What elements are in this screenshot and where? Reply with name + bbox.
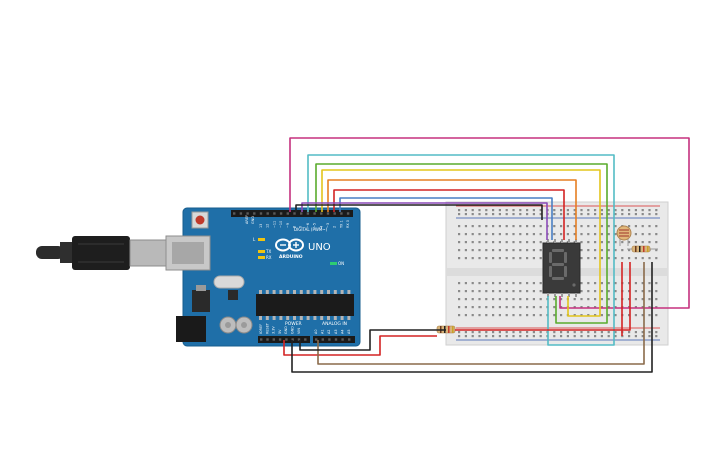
wire-yellow bbox=[321, 169, 601, 317]
digital-pin-label-0: 13 bbox=[259, 224, 263, 228]
analog-pin-label-1: A1 bbox=[321, 330, 325, 334]
led-l bbox=[258, 238, 265, 241]
power-pin-label-1: RESET bbox=[265, 322, 269, 334]
usb-cable bbox=[36, 236, 167, 270]
power-header bbox=[258, 336, 310, 343]
power-pin-label-6: VIN bbox=[297, 328, 301, 334]
digital-pin-label-10: ~3 bbox=[326, 223, 330, 228]
power-pin-label-0: IOREF bbox=[259, 324, 263, 334]
label-l: L bbox=[253, 237, 256, 242]
power-pin-label-5: GND bbox=[291, 326, 295, 334]
analog-pin-label-4: A4 bbox=[340, 330, 344, 334]
power-pin-label-3: 5V bbox=[278, 329, 282, 334]
wire-black-gnd2 bbox=[299, 329, 446, 351]
atmega-pins-top bbox=[259, 290, 351, 294]
digital-pin-label-6: 7 bbox=[299, 226, 303, 228]
wire-cyan bbox=[307, 154, 615, 346]
segment-g bbox=[552, 263, 564, 266]
board-model-label: UNO bbox=[308, 242, 331, 253]
arduino-logo bbox=[275, 238, 304, 252]
digital-header-label: DIGITAL (PWM~) bbox=[294, 227, 328, 232]
label-gnd: GND bbox=[251, 216, 255, 224]
wire-red-digital bbox=[333, 189, 565, 240]
usb-plug-metal bbox=[129, 239, 167, 267]
wire-magenta bbox=[289, 137, 690, 309]
usb-cable-strain-relief bbox=[36, 246, 64, 259]
dc-power-jack bbox=[176, 316, 206, 342]
board-brand-label: ARDUINO bbox=[279, 254, 303, 260]
label-on: ON bbox=[338, 261, 344, 266]
seven-segment-display bbox=[542, 239, 581, 297]
display-pins-bottom bbox=[547, 293, 577, 297]
display-segments bbox=[549, 249, 567, 280]
digital-pin-label-1: 12 bbox=[266, 224, 270, 228]
usb-chip bbox=[228, 290, 238, 300]
wire-green bbox=[315, 163, 608, 324]
wire-purple bbox=[301, 202, 548, 240]
digital-pin-label-5: 8 bbox=[293, 226, 297, 228]
wire-black-top bbox=[295, 204, 543, 220]
analog-pin-label-2: A2 bbox=[327, 330, 331, 334]
wire-brown-analog bbox=[317, 262, 645, 365]
digital-header bbox=[231, 210, 353, 217]
display-decimal-point bbox=[572, 283, 576, 287]
analog-header bbox=[313, 336, 355, 343]
led-on bbox=[330, 262, 337, 265]
label-rx: RX bbox=[266, 255, 272, 260]
segment-f bbox=[549, 252, 552, 263]
photoresistor bbox=[616, 225, 632, 246]
analog-pin-label-3: A3 bbox=[334, 330, 338, 334]
segment-d bbox=[552, 277, 564, 280]
wire-red-power bbox=[283, 335, 437, 356]
segment-e bbox=[549, 266, 552, 277]
analog-header-label: ANALOG IN bbox=[322, 321, 347, 327]
wires bbox=[283, 137, 690, 373]
digital-pin-label-12: TX 1 bbox=[339, 220, 343, 229]
digital-pin-label-13: RX 0 bbox=[346, 220, 350, 228]
segment-c bbox=[564, 266, 567, 277]
digital-pin-label-2: ~11 bbox=[272, 221, 276, 228]
wire-red-rail bbox=[455, 262, 631, 331]
power-pin-label-2: 3.3V bbox=[272, 326, 276, 334]
led-tx bbox=[258, 250, 265, 253]
wire-orange bbox=[327, 179, 577, 240]
atmega-pins-bottom bbox=[259, 316, 351, 320]
digital-pin-label-7: ~6 bbox=[306, 223, 310, 228]
digital-pin-label-9: 4 bbox=[319, 226, 323, 228]
segment-b bbox=[564, 252, 567, 263]
analog-pin-label-0: A0 bbox=[314, 330, 318, 334]
power-header-label: POWER bbox=[285, 321, 302, 327]
label-aref: AREF bbox=[245, 215, 249, 224]
usb-plug-body bbox=[72, 236, 130, 270]
voltage-regulator bbox=[192, 290, 210, 312]
digital-pin-label-3: ~10 bbox=[279, 221, 283, 228]
usb-cable-collar bbox=[60, 242, 74, 263]
display-pins-top bbox=[547, 239, 577, 243]
atmega-chip bbox=[256, 294, 354, 316]
label-tx: TX bbox=[265, 249, 271, 254]
resistor-breadboard bbox=[627, 245, 658, 253]
crystal-oscillator bbox=[213, 275, 245, 289]
wire-black-gnd bbox=[291, 262, 653, 373]
digital-pin-label-11: 2 bbox=[333, 226, 337, 228]
power-pin-label-4: GND bbox=[284, 326, 288, 334]
reset-button-cap[interactable] bbox=[195, 215, 205, 225]
digital-pin-label-8: ~5 bbox=[313, 223, 317, 228]
analog-pin-label-5: A5 bbox=[347, 330, 351, 334]
segment-a bbox=[552, 249, 564, 252]
digital-pin-label-4: ~9 bbox=[286, 223, 290, 228]
led-rx bbox=[258, 256, 265, 259]
